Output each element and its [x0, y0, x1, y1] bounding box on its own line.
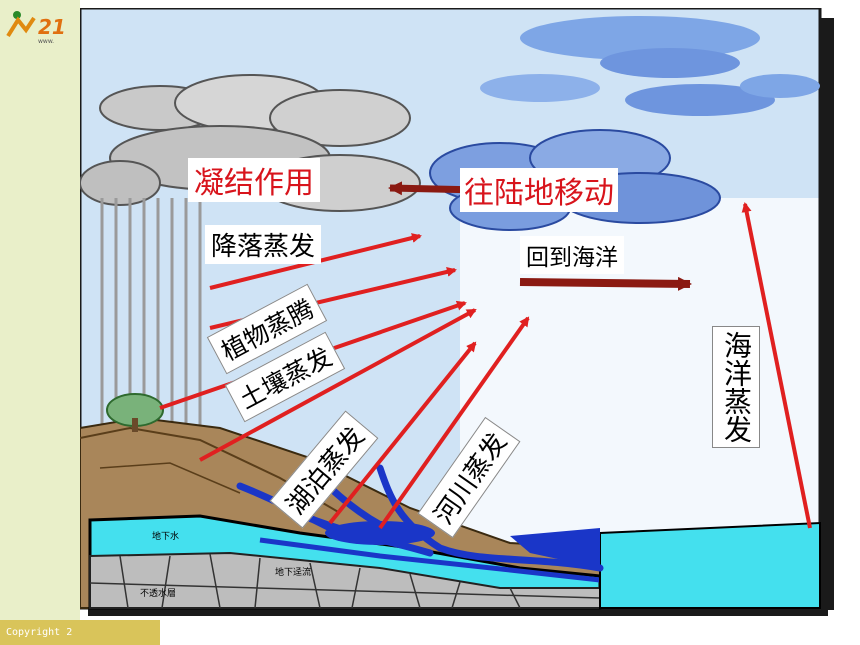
arrow-soil-evaporation	[199, 308, 477, 462]
site-logo: 21 www.	[4, 6, 78, 46]
arrow-return-to-ocean	[519, 276, 692, 291]
svg-text:www.: www.	[38, 38, 54, 45]
label-ocean-evaporation: 海洋蒸发	[712, 326, 760, 448]
label-groundwater: 地下水	[152, 532, 180, 542]
tree	[106, 393, 164, 432]
label-move-to-land: 往陆地移动	[460, 168, 618, 212]
label-impermeable-layer: 不透水層	[140, 589, 177, 599]
ocean	[599, 521, 821, 609]
evaporation-arrows	[159, 202, 812, 530]
left-decorative-band	[0, 0, 80, 645]
logo-icon: 21 www.	[6, 11, 66, 45]
logo-text: 21	[38, 15, 66, 39]
lake	[325, 521, 435, 545]
label-condensation: 凝结作用	[188, 158, 320, 202]
label-precipitation-evaporation: 降落蒸发	[205, 225, 322, 264]
water-cycle-diagram: 凝结作用 往陆地移动 降落蒸发 回到海洋 植物蒸腾 土壤蒸发 湖泊蒸发 河川蒸发…	[80, 8, 840, 628]
arrow-lake-evaporation	[328, 341, 477, 525]
label-return-to-ocean: 回到海洋	[520, 236, 624, 274]
label-underground-runoff: 地下迳流	[275, 568, 312, 578]
copyright-footer: Copyright 2	[0, 620, 160, 645]
arrow-river-evaporation	[378, 316, 530, 530]
arrow-ocean-evaporation	[741, 202, 812, 529]
high-cloud	[480, 16, 820, 116]
rain	[100, 198, 202, 428]
